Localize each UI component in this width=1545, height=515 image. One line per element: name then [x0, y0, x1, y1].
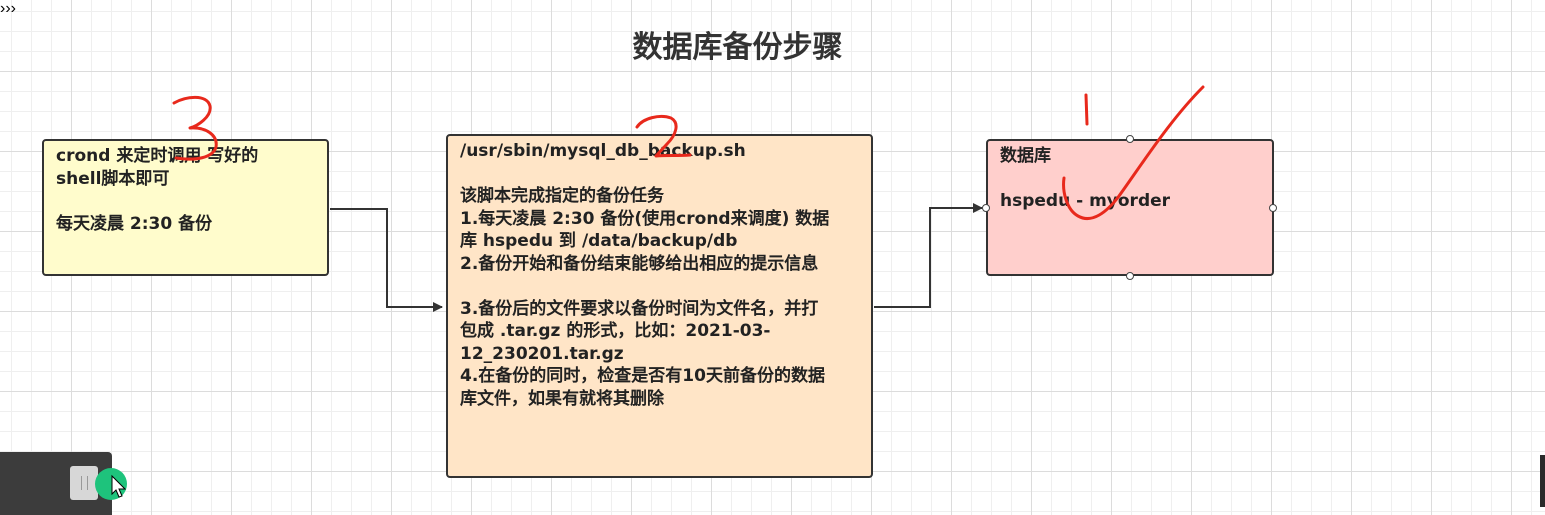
connector-script-to-database[interactable]	[874, 203, 983, 308]
box-text-line: 该脚本完成指定的备份任务	[460, 186, 664, 206]
box-text-line: 每天凌晨 2:30 备份	[56, 213, 213, 234]
box-text-line: 3.备份后的文件要求以备份时间为文件名，并打	[460, 298, 819, 319]
database-box[interactable]: 数据库 hspedu - myorder	[986, 139, 1274, 276]
selection-handle-top[interactable]	[1126, 135, 1134, 143]
box-text-line: 库 hspedu 到 /data/backup/db	[460, 231, 738, 251]
chevrons-right-icon[interactable]: ›››	[0, 0, 16, 17]
handwritten-step-number-2	[635, 114, 692, 158]
box-text-line: 库文件，如果有就将其删除	[460, 388, 664, 409]
box-text-line: shell脚本即可	[56, 168, 170, 189]
selection-handle-bottom[interactable]	[1126, 272, 1134, 280]
window-edge-marker	[1540, 455, 1545, 507]
box-text-line: 1.每天凌晨 2:30 备份(使用crond来调度) 数据	[460, 208, 830, 229]
checkmark-icon	[1062, 85, 1205, 220]
selection-handle-right[interactable]	[1269, 204, 1277, 212]
handwritten-step-number-3	[172, 95, 218, 161]
box-text-line: 包成 .tar.gz 的形式，比如：2021-03-	[460, 321, 771, 341]
box-text-line: 2.备份开始和备份结束能够给出相应的提示信息	[460, 253, 819, 274]
box-text-line: 数据库	[1000, 146, 1051, 166]
cursor-highlight	[95, 468, 127, 500]
box-text-line: 12_230201.tar.gz	[460, 343, 624, 364]
box-text-line: crond 来定时调用 写好的	[56, 146, 259, 166]
box-text-line: 4.在备份的同时，检查是否有10天前备份的数据	[460, 366, 825, 386]
diagram-title: 数据库备份步骤	[632, 30, 843, 65]
handwritten-step-number-1	[1084, 93, 1089, 126]
box-text-line: hspedu - myorder	[1000, 191, 1171, 211]
slider-handle[interactable]	[70, 466, 98, 500]
connector-crond-to-script[interactable]	[330, 208, 443, 312]
